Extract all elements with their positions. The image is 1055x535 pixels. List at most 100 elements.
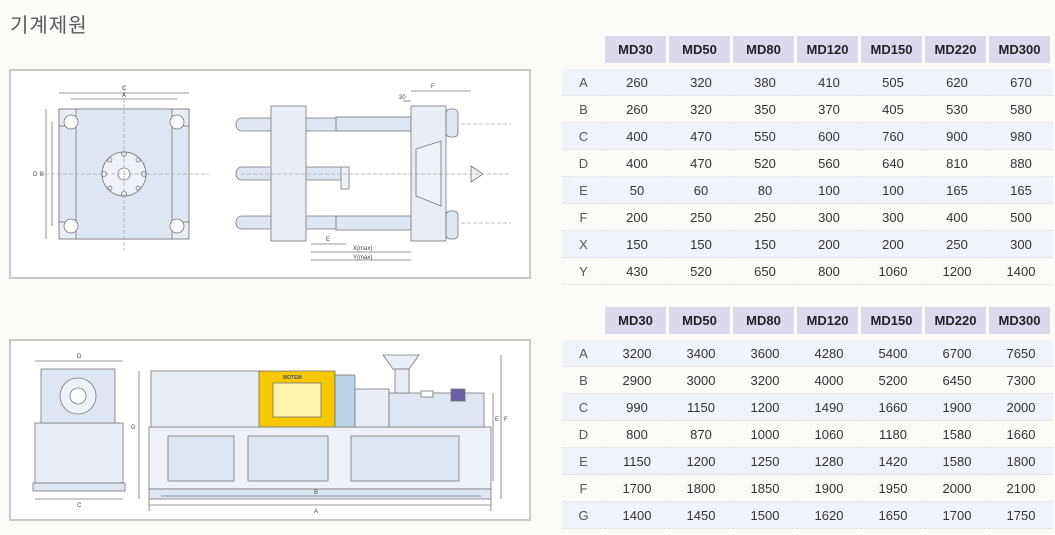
row-label: Y <box>562 258 605 285</box>
mold-spec-table: MD30 MD50 MD80 MD120 MD150 MD220 MD300 A… <box>562 36 1053 285</box>
table-cell: 405 <box>861 96 925 123</box>
table-cell: 670 <box>989 69 1053 96</box>
table-cell: 2000 <box>989 394 1053 421</box>
table-cell: 470 <box>669 123 733 150</box>
table-cell: 980 <box>989 123 1053 150</box>
header-model: MD220 <box>925 307 989 334</box>
table-cell: 1490 <box>797 394 861 421</box>
table-cell: 1750 <box>989 502 1053 529</box>
table-cell: 60 <box>669 177 733 204</box>
header-model: MD30 <box>605 307 669 334</box>
table-cell: 250 <box>925 231 989 258</box>
table-cell: 150 <box>605 231 669 258</box>
table-cell: 1580 <box>925 421 989 448</box>
table-cell: 300 <box>861 204 925 231</box>
table-cell: 870 <box>669 421 733 448</box>
table-cell: 1900 <box>925 394 989 421</box>
table-cell: 760 <box>861 123 925 150</box>
table-cell: 165 <box>989 177 1053 204</box>
table-cell: 1450 <box>669 502 733 529</box>
row-label: X <box>562 231 605 258</box>
table-cell: 550 <box>733 123 797 150</box>
row-label: A <box>562 340 605 367</box>
header-model: MD50 <box>669 36 733 63</box>
mold-dimension-diagram: C A D B E X(max) Y(max) <box>9 69 531 279</box>
table-cell: 1200 <box>669 448 733 475</box>
table-cell: 1400 <box>989 258 1053 285</box>
table-header-row: MD30 MD50 MD80 MD120 MD150 MD220 MD300 <box>562 307 1053 334</box>
row-label: B <box>562 367 605 394</box>
table-cell: 7650 <box>989 340 1053 367</box>
header-model: MD150 <box>861 307 925 334</box>
table-cell: 5200 <box>861 367 925 394</box>
table-cell: 1800 <box>669 475 733 502</box>
table-cell: 50 <box>605 177 669 204</box>
table-cell: 560 <box>797 150 861 177</box>
dim-label-c: C <box>122 86 127 92</box>
dim-label-d-top: D <box>77 354 82 360</box>
table-cell: 520 <box>733 150 797 177</box>
table-cell: 1650 <box>861 502 925 529</box>
row-label: B <box>562 96 605 123</box>
header-model: MD50 <box>669 307 733 334</box>
row-label: E <box>562 177 605 204</box>
dim-label-c-bottom: C <box>77 503 82 509</box>
table-cell: 1400 <box>605 502 669 529</box>
side-clamp-drawing <box>235 90 511 261</box>
table-cell: 810 <box>925 150 989 177</box>
table-cell: 4000 <box>797 367 861 394</box>
table-cell: 650 <box>733 258 797 285</box>
table-cell: 100 <box>861 177 925 204</box>
table-cell: 900 <box>925 123 989 150</box>
table-cell: 3000 <box>669 367 733 394</box>
table-cell: 600 <box>797 123 861 150</box>
dim-label-b: B <box>314 490 318 496</box>
dim-label-e: E <box>326 237 330 243</box>
table-cell: 800 <box>797 258 861 285</box>
page-title: 기계제원 <box>10 13 88 37</box>
table-cell: 640 <box>861 150 925 177</box>
front-platen-drawing <box>39 86 209 251</box>
table-cell: 3200 <box>605 340 669 367</box>
table-cell: 1660 <box>861 394 925 421</box>
table-cell: 260 <box>605 69 669 96</box>
table-cell: 400 <box>605 123 669 150</box>
table-cell: 1420 <box>861 448 925 475</box>
table-cell: 1150 <box>605 448 669 475</box>
table-cell: 6700 <box>925 340 989 367</box>
dim-label-e: E <box>495 417 499 423</box>
table-cell: 2000 <box>925 475 989 502</box>
table-cell: 430 <box>605 258 669 285</box>
dim-label-a: A <box>122 93 126 99</box>
table-cell: 1250 <box>733 448 797 475</box>
row-label: D <box>562 421 605 448</box>
table-cell: 250 <box>733 204 797 231</box>
row-label: A <box>562 69 605 96</box>
table-cell: 2900 <box>605 367 669 394</box>
table-cell: 1180 <box>861 421 925 448</box>
dim-label-y: Y(max) <box>353 255 372 261</box>
table-cell: 3200 <box>733 367 797 394</box>
table-cell: 250 <box>669 204 733 231</box>
dim-label-g: G <box>131 425 136 431</box>
table-cell: 165 <box>925 177 989 204</box>
table-cell: 7300 <box>989 367 1053 394</box>
table-cell: 1280 <box>797 448 861 475</box>
dim-label-30: 30 <box>399 95 406 101</box>
table-cell: 350 <box>733 96 797 123</box>
table-cell: 5400 <box>861 340 925 367</box>
table-cell: 200 <box>861 231 925 258</box>
table-cell: 1060 <box>861 258 925 285</box>
table-cell: 1150 <box>669 394 733 421</box>
machine-end-view <box>32 360 126 500</box>
table-cell: 530 <box>925 96 989 123</box>
table-cell: 1000 <box>733 421 797 448</box>
table-cell: 1700 <box>605 475 669 502</box>
